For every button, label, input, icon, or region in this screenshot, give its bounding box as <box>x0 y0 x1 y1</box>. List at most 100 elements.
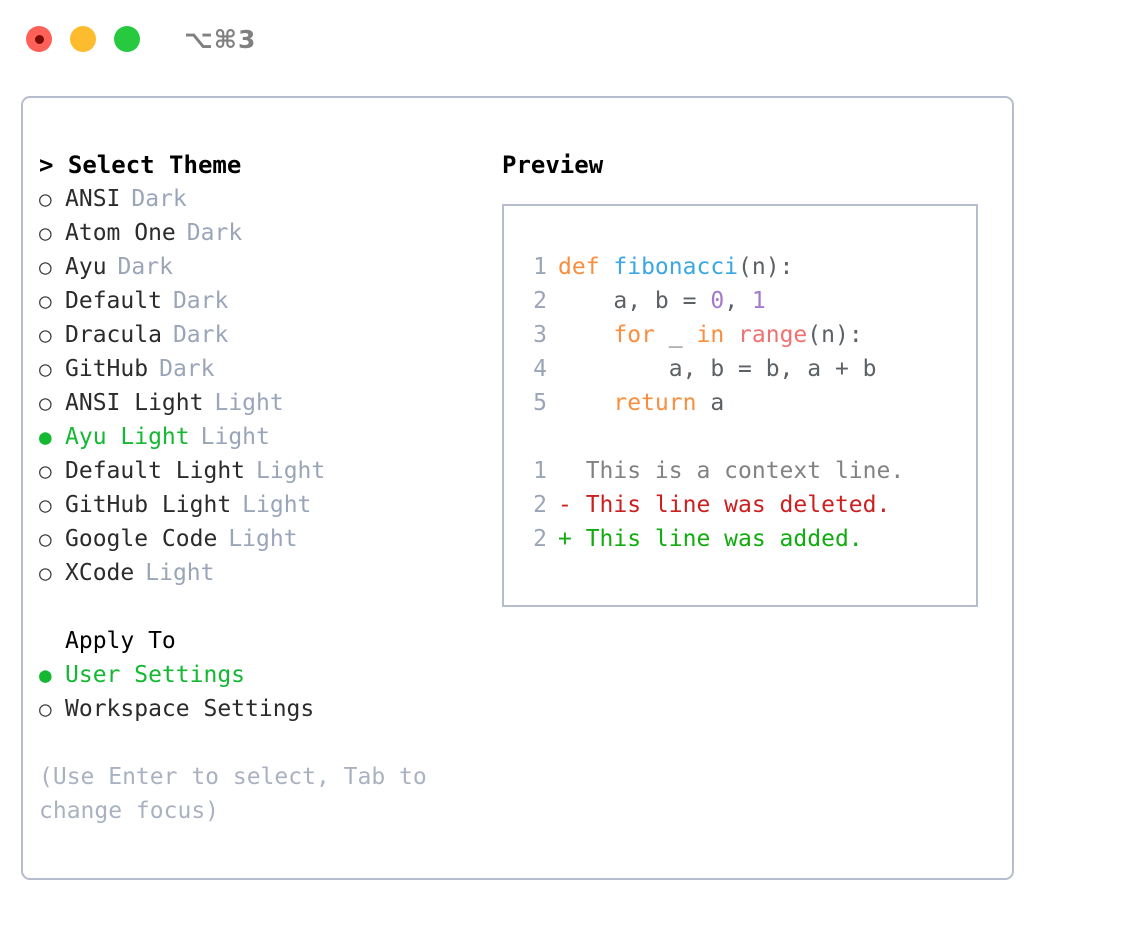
code-line-number: 3 <box>533 322 547 348</box>
radio-unselected-icon: ○ <box>39 357 52 381</box>
theme-option-github[interactable]: ○ GitHub Dark <box>39 352 469 386</box>
radio-unselected-icon: ○ <box>39 527 52 551</box>
theme-option-label: ANSI <box>65 186 121 212</box>
code-line: 4 a, b = b, a + b <box>520 352 976 386</box>
theme-option-tag: Dark <box>172 288 229 314</box>
code-token-plain: a <box>696 390 725 416</box>
code-line: 3 for _ in range(n): <box>520 318 976 352</box>
radio-unselected-icon: ○ <box>39 493 52 517</box>
apply-to-option-label: User Settings <box>65 662 246 688</box>
radio-unselected-icon: ○ <box>39 187 52 211</box>
close-button-icon[interactable] <box>26 26 52 52</box>
theme-option-label: Default <box>65 288 162 314</box>
theme-option-tag: Light <box>200 424 270 450</box>
code-token-plain: a, b = b, a + b <box>558 356 877 382</box>
radio-unselected-icon: ○ <box>39 697 52 721</box>
radio-unselected-icon: ○ <box>39 561 52 585</box>
theme-option-tag: Light <box>145 560 215 586</box>
diff-line-number: 2 <box>533 526 547 552</box>
code-token-plain <box>558 322 613 348</box>
theme-option-label: Ayu <box>65 254 107 280</box>
apply-to-list: ● User Settings ○ Workspace Settings <box>39 658 469 726</box>
code-token-kw: def <box>558 254 614 280</box>
code-line-number: 5 <box>533 390 547 416</box>
code-token-plain: _ <box>654 322 697 348</box>
radio-unselected-icon: ○ <box>39 255 52 279</box>
code-line: 1 def fibonacci(n): <box>520 250 976 284</box>
preview-header: Preview <box>502 151 604 179</box>
theme-option-tag: Dark <box>159 356 215 382</box>
theme-option-dracula[interactable]: ○ Dracula Dark <box>39 318 469 352</box>
theme-option-tag: Light <box>242 492 312 518</box>
code-token-plain: a, b = <box>558 288 711 314</box>
code-token-num: 1 <box>751 288 766 314</box>
code-token-plain: (n): <box>807 322 863 348</box>
title-bar: ⌥⌘3 <box>0 0 1140 78</box>
diff-line-number: 1 <box>533 458 547 484</box>
traffic-lights <box>26 26 140 52</box>
theme-option-tag: Dark <box>172 322 229 348</box>
list-spacer <box>39 590 469 624</box>
theme-option-tag: Light <box>228 526 298 552</box>
theme-option-default-light[interactable]: ○ Default Light Light <box>39 454 469 488</box>
select-theme-header: > Select Theme <box>39 151 242 179</box>
diff-sample: 1 This is a context line. 2 - This line wa… <box>520 454 976 556</box>
theme-option-label: Dracula <box>65 322 162 348</box>
code-token-plain <box>724 322 738 348</box>
apply-to-option-workspace-settings[interactable]: ○ Workspace Settings <box>39 692 469 726</box>
minimize-button-icon[interactable] <box>70 26 96 52</box>
code-line-content: a, b = b, a + b <box>558 352 877 386</box>
theme-option-tag: Light <box>256 458 326 484</box>
diff-line-content: - This line was deleted. <box>558 492 891 518</box>
theme-option-label: Default Light <box>65 458 246 484</box>
theme-option-tag: Dark <box>186 220 243 246</box>
diff-line-content: This is a context line. <box>558 458 905 484</box>
theme-option-label: Ayu Light <box>65 424 190 450</box>
code-line-content: return a <box>558 386 724 420</box>
radio-selected-icon: ● <box>39 663 52 687</box>
keyboard-hint: (Use Enter to select, Tab to change focu… <box>39 764 441 824</box>
apply-to-header: Apply To <box>65 628 176 654</box>
maximize-button-icon[interactable] <box>114 26 140 52</box>
recording-dot-icon <box>34 34 44 44</box>
code-line-content: def fibonacci(n): <box>558 250 793 284</box>
radio-unselected-icon: ○ <box>39 459 52 483</box>
theme-option-xcode[interactable]: ○ XCode Light <box>39 556 469 590</box>
code-token-bi: range <box>738 322 808 348</box>
code-line: 5 return a <box>520 386 976 420</box>
theme-option-label: XCode <box>65 560 135 586</box>
theme-option-ayu-light[interactable]: ● Ayu Light Light <box>39 420 469 454</box>
window-title: ⌥⌘3 <box>184 24 257 54</box>
code-token-plain: , <box>724 288 752 314</box>
code-line-number: 2 <box>533 288 547 314</box>
code-token-num: 0 <box>710 288 725 314</box>
code-token-fn: fibonacci <box>613 254 739 280</box>
code-line-number: 1 <box>533 254 547 280</box>
code-token-plain: (n): <box>738 254 794 280</box>
theme-option-label: GitHub <box>65 356 149 382</box>
code-token-kw: in <box>696 322 725 348</box>
apply-to-option-label: Workspace Settings <box>65 696 315 722</box>
code-line-number: 4 <box>533 356 547 382</box>
hint-spacer <box>39 726 469 760</box>
radio-selected-icon: ● <box>39 425 52 449</box>
radio-unselected-icon: ○ <box>39 323 52 347</box>
apply-to-option-user-settings[interactable]: ● User Settings <box>39 658 469 692</box>
theme-option-label: ANSI Light <box>65 390 204 416</box>
radio-unselected-icon: ○ <box>39 391 52 415</box>
code-token-kw: return <box>613 390 697 416</box>
